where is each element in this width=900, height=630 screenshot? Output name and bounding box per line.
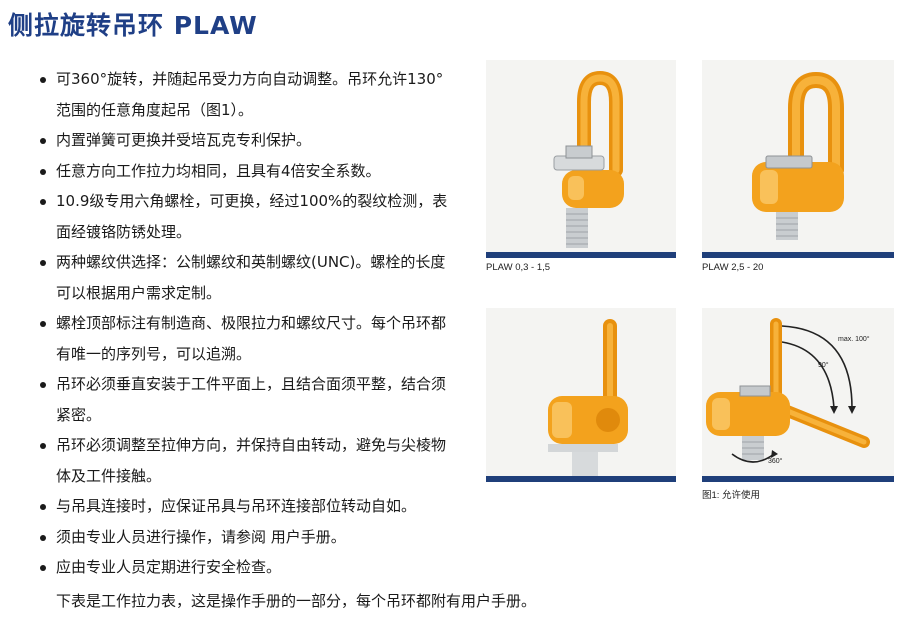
list-item: 螺栓顶部标注有制造商、极限拉力和螺纹尺寸。每个吊环都有唯一的序列号，可以追溯。: [36, 308, 456, 369]
list-item: 吊环必须调整至拉伸方向，并保持自由转动，避免与尖棱物体及工件接触。: [36, 430, 456, 491]
list-item: 任意方向工作拉力均相同，且具有4倍安全系数。: [36, 156, 456, 187]
lifting-ring-angle-illustration: [706, 318, 870, 463]
figure-base-bar: [702, 252, 894, 258]
figure-base-bar: [486, 476, 676, 482]
list-item: 两种螺纹供选择：公制螺纹和英制螺纹(UNC)。螺栓的长度可以根据用户需求定制。: [36, 247, 456, 308]
list-item: 应由专业人员定期进行安全检查。: [36, 552, 456, 583]
list-item: 可360°旋转，并随起吊受力方向自动调整。吊环允许130°范围的任意角度起吊（图…: [36, 64, 456, 125]
list-item: 与吊具连接时，应保证吊具与吊环连接部位转动自如。: [36, 491, 456, 522]
angle-label-max: max. 100°: [838, 336, 870, 343]
angle-label-360: 360°: [768, 458, 783, 465]
list-item: 内置弹簧可更换并受培瓦克专利保护。: [36, 125, 456, 156]
list-item: 吊环必须垂直安装于工件平面上，且结合面须平整，结合须紧密。: [36, 369, 456, 430]
list-item: 10.9级专用六角螺栓，可更换，经过100%的裂纹检测，表面经镀铬防锈处理。: [36, 186, 456, 247]
figure-base-bar: [702, 476, 894, 482]
lifting-ring-large-illustration: [752, 71, 844, 240]
angle-label-90: 90°: [818, 362, 829, 369]
feature-list: 可360°旋转，并随起吊受力方向自动调整。吊环允许130°范围的任意角度起吊（图…: [36, 64, 456, 583]
page-title: 侧拉旋转吊环 PLAW: [8, 11, 258, 40]
figure-caption-angles: 图1: 允许使用: [702, 490, 761, 501]
figure-caption-large: PLAW 2,5 - 20: [702, 262, 764, 273]
lifting-ring-small-illustration: [553, 70, 624, 248]
table-note: 下表是工作拉力表，这是操作手册的一部分，每个吊环都附有用户手册。: [56, 592, 537, 610]
list-item: 须由专业人员进行操作，请参阅 用户手册。: [36, 522, 456, 553]
figure-caption-small: PLAW 0,3 - 1,5: [486, 262, 551, 273]
lifting-ring-side-view-illustration: [548, 319, 628, 476]
figure-base-bar: [486, 252, 676, 258]
